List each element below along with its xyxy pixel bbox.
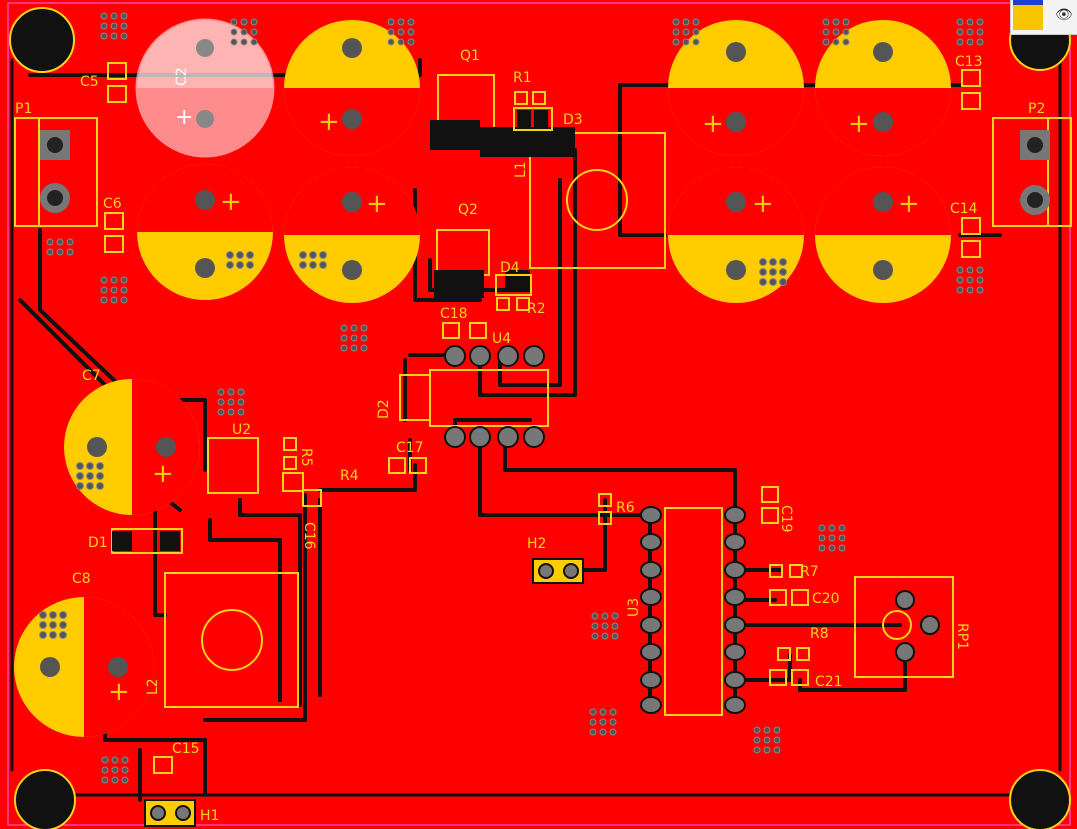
svg-text:+: + [366, 189, 388, 219]
trace [733, 653, 792, 682]
svg-text:+: + [175, 105, 193, 130]
label-d4: D4 [500, 260, 520, 276]
trace [478, 148, 577, 397]
capacitors-left: + + [14, 379, 200, 737]
label-l1: L1 [513, 161, 529, 178]
label-u4: U4 [492, 331, 511, 347]
label-d1: D1 [88, 535, 108, 551]
label-r8: R8 [810, 626, 829, 642]
via-clusters [39, 12, 984, 784]
traces [10, 58, 1062, 802]
trace [428, 258, 522, 292]
svg-text:+: + [752, 189, 774, 219]
label-d3: D3 [563, 112, 583, 128]
label-h2: H2 [527, 536, 546, 552]
label-c20: C20 [812, 591, 840, 607]
label-r7: R7 [800, 564, 819, 580]
svg-text:+: + [108, 677, 130, 707]
power-stage [164, 74, 954, 716]
layer-color-swatch[interactable] [1013, 0, 1043, 30]
trace [153, 508, 167, 617]
trace [478, 438, 642, 517]
label-c18: C18 [440, 306, 468, 322]
label-q1: Q1 [460, 48, 480, 64]
trace [208, 518, 282, 702]
designator-labels: P1 P2 C2 C5 C6 C7 C8 C13 C14 C15 C16 C17… [15, 48, 1045, 824]
svg-text:+: + [318, 107, 340, 137]
label-c21: C21 [815, 674, 843, 690]
label-h1: H1 [200, 808, 219, 824]
label-p1: P1 [15, 101, 32, 117]
connector-pads [40, 130, 1050, 215]
label-d2: D2 [376, 399, 392, 419]
label-c13: C13 [955, 54, 983, 70]
diode-marks [112, 110, 548, 551]
svg-text:+: + [220, 187, 242, 217]
label-c8: C8 [72, 571, 91, 587]
label-c7: C7 [82, 368, 101, 384]
svg-text:+: + [152, 459, 174, 489]
label-p2: P2 [1028, 101, 1045, 117]
svg-text:+: + [848, 109, 870, 139]
smd-pads [104, 62, 981, 774]
label-c2: C2 [174, 67, 190, 86]
trace [618, 83, 667, 237]
connectors [14, 117, 1072, 227]
label-rp1: RP1 [954, 623, 970, 650]
label-r5: R5 [298, 448, 314, 467]
label-c16: C16 [301, 522, 317, 550]
trace [503, 438, 737, 517]
trace [238, 498, 302, 707]
ic-pins [144, 345, 940, 827]
label-r1: R1 [513, 70, 532, 86]
svg-text:+: + [702, 109, 724, 139]
label-c19: C19 [778, 505, 794, 533]
label-r6: R6 [616, 500, 635, 516]
svg-text:+: + [898, 189, 920, 219]
trace [203, 493, 307, 722]
label-c5: C5 [80, 74, 99, 90]
rp1-knob [882, 610, 912, 640]
layer-visibility-panel[interactable]: 👁 [1010, 0, 1077, 35]
mounting-holes [9, 7, 1071, 829]
label-u2: U2 [232, 422, 251, 438]
label-q2: Q2 [458, 202, 478, 218]
label-c17: C17 [396, 440, 424, 456]
label-c14: C14 [950, 201, 978, 217]
label-u3: U3 [626, 598, 642, 617]
label-c15: C15 [172, 741, 200, 757]
label-r4: R4 [340, 468, 359, 484]
label-r2: R2 [527, 301, 546, 317]
label-c6: C6 [103, 196, 122, 212]
label-l2: L2 [145, 678, 161, 695]
board-outline [7, 2, 1071, 826]
eye-icon[interactable]: 👁 [1055, 7, 1073, 23]
